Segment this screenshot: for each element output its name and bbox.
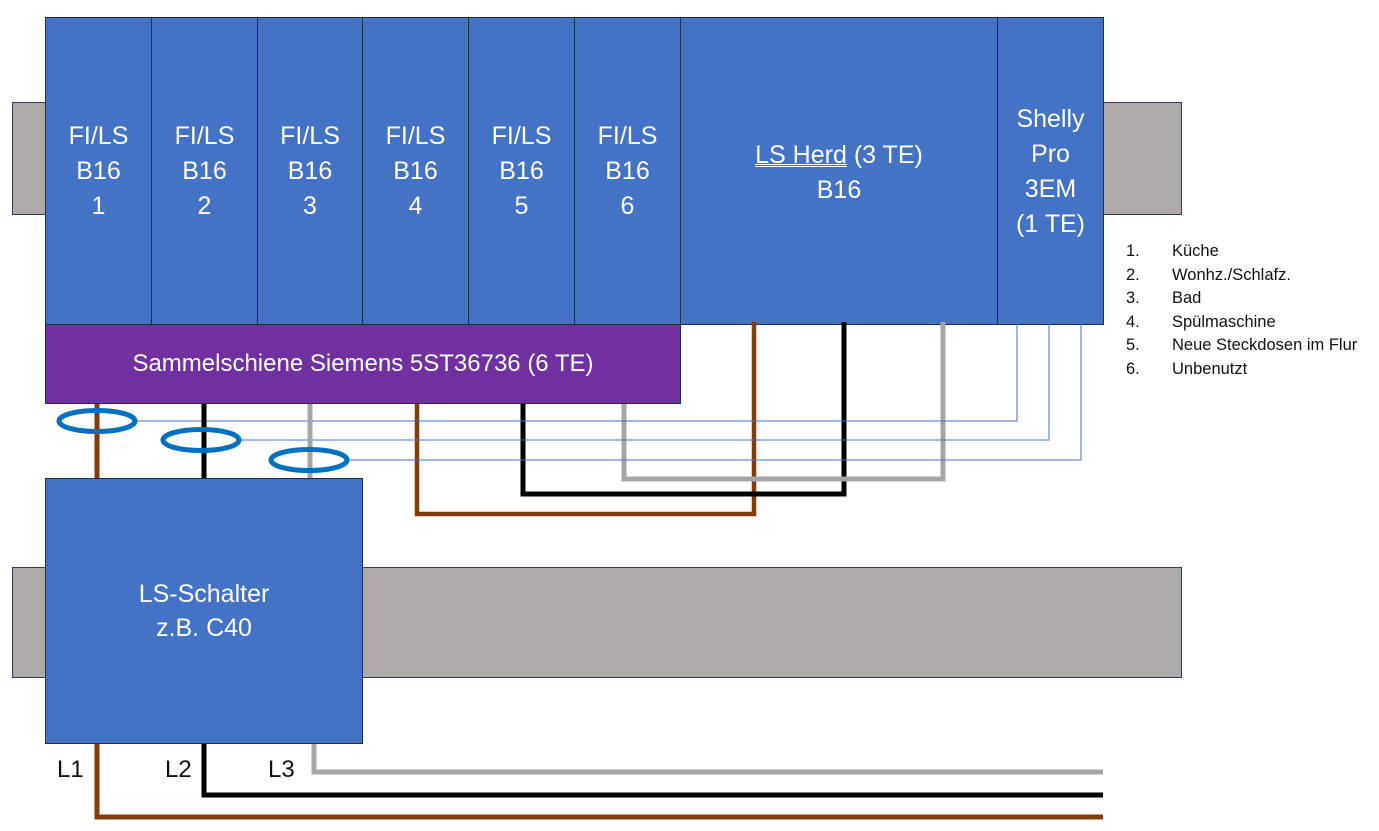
legend-text: Unbenutzt bbox=[1172, 359, 1248, 378]
fils-module-type: FI/LS bbox=[385, 121, 446, 150]
phase-label-l1: L1 bbox=[57, 756, 84, 783]
fils-module-rating: B16 bbox=[605, 156, 650, 185]
legend-number: 5. bbox=[1126, 336, 1140, 355]
din-rail-top-left bbox=[12, 102, 48, 215]
legend-number: 3. bbox=[1126, 289, 1140, 308]
legend-number: 4. bbox=[1126, 312, 1140, 331]
fils-module-rating: B16 bbox=[499, 156, 544, 185]
supply-l2 bbox=[201, 742, 1103, 798]
wire-herd-l3 bbox=[621, 322, 946, 482]
legend-item: 2. Wonhz./Schlafz. bbox=[1126, 264, 1357, 288]
legend-number: 6. bbox=[1126, 359, 1140, 378]
fils-module-number: 3 bbox=[303, 191, 317, 220]
fils-module-5: FI/LS B16 5 bbox=[468, 17, 575, 325]
fils-module-rating: B16 bbox=[287, 156, 333, 185]
current-sensor-ring-l2 bbox=[160, 427, 242, 453]
main-breaker: LS-Schalter z.B. C40 bbox=[45, 478, 363, 744]
legend-text: Neue Steckdosen im Flur bbox=[1172, 336, 1358, 355]
fils-module-6: FI/LS B16 6 bbox=[574, 17, 681, 325]
supply-l3 bbox=[311, 742, 1103, 775]
fils-module-type: FI/LS bbox=[491, 121, 552, 150]
legend-item: 5. Neue Steckdosen im Flur bbox=[1126, 334, 1357, 358]
phase-label-l3: L3 bbox=[268, 756, 295, 783]
fils-module-number: 4 bbox=[408, 191, 423, 220]
fils-module-number: 2 bbox=[197, 191, 212, 220]
legend-item: 6. Unbenutzt bbox=[1126, 358, 1357, 382]
sensor-lead-3 bbox=[349, 324, 1082, 461]
fils-module-rating: B16 bbox=[393, 156, 438, 185]
fils-module-4: FI/LS B16 4 bbox=[362, 17, 469, 325]
din-rail-top-right bbox=[1100, 102, 1182, 215]
ls-herd-module: LS Herd (3 TE) B16 bbox=[680, 17, 998, 325]
fils-module-rating: B16 bbox=[182, 156, 227, 185]
fils-module-rating: B16 bbox=[76, 156, 121, 185]
shelly-line3: 3EM bbox=[1024, 175, 1077, 203]
fils-module-number: 6 bbox=[620, 191, 635, 220]
phase-label-l2: L2 bbox=[165, 756, 192, 783]
legend-number: 1. bbox=[1126, 242, 1140, 260]
legend-number: 2. bbox=[1126, 265, 1140, 284]
herd-rating: B16 bbox=[816, 176, 862, 204]
fils-module-number: 1 bbox=[91, 191, 106, 220]
main-breaker-rating: z.B. C40 bbox=[156, 614, 252, 642]
legend-item: 1. Küche bbox=[1126, 240, 1357, 264]
fils-module-type: FI/LS bbox=[174, 121, 235, 150]
fils-module-3: FI/LS B16 3 bbox=[257, 17, 363, 325]
main-breaker-label: LS-Schalter bbox=[138, 580, 270, 608]
legend-text: Bad bbox=[1172, 289, 1202, 308]
fils-module-number: 5 bbox=[514, 191, 529, 220]
fils-module-type: FI/LS bbox=[68, 121, 129, 150]
current-sensor-ring-l3 bbox=[268, 447, 350, 473]
circuit-legend: 1. Küche 2. Wonhz./Schlafz. 3. Bad 4. Spülma… bbox=[1126, 240, 1357, 382]
busbar-label: Sammelschiene Siemens 5ST36736 (6 TE) bbox=[132, 350, 594, 377]
legend-text: Spülmaschine bbox=[1172, 312, 1276, 331]
current-sensor-ring-l1 bbox=[56, 408, 138, 434]
wire-herd-l1 bbox=[414, 322, 757, 517]
fils-module-type: FI/LS bbox=[597, 121, 658, 150]
shelly-line1: Shelly bbox=[1016, 105, 1085, 133]
herd-size: (3 TE) bbox=[846, 141, 923, 169]
fils-module-2: FI/LS B16 2 bbox=[151, 17, 258, 325]
legend-text: Wonhz./Schlafz. bbox=[1172, 265, 1291, 284]
fils-module-type: FI/LS bbox=[280, 121, 340, 150]
sensor-lead-2 bbox=[241, 324, 1050, 441]
supply-l1 bbox=[94, 742, 1103, 820]
legend-item: 3. Bad bbox=[1126, 287, 1357, 311]
legend-item: 4. Spülmaschine bbox=[1126, 311, 1357, 335]
wire-herd-l2 bbox=[520, 322, 847, 497]
sensor-lead-1 bbox=[136, 324, 1018, 422]
shelly-line4: (1 TE) bbox=[1016, 210, 1085, 238]
busbar: Sammelschiene Siemens 5ST36736 (6 TE) bbox=[45, 324, 681, 404]
legend-text: Küche bbox=[1172, 242, 1219, 260]
shelly-line2: Pro bbox=[1031, 140, 1070, 168]
herd-name: LS Herd bbox=[755, 141, 847, 169]
